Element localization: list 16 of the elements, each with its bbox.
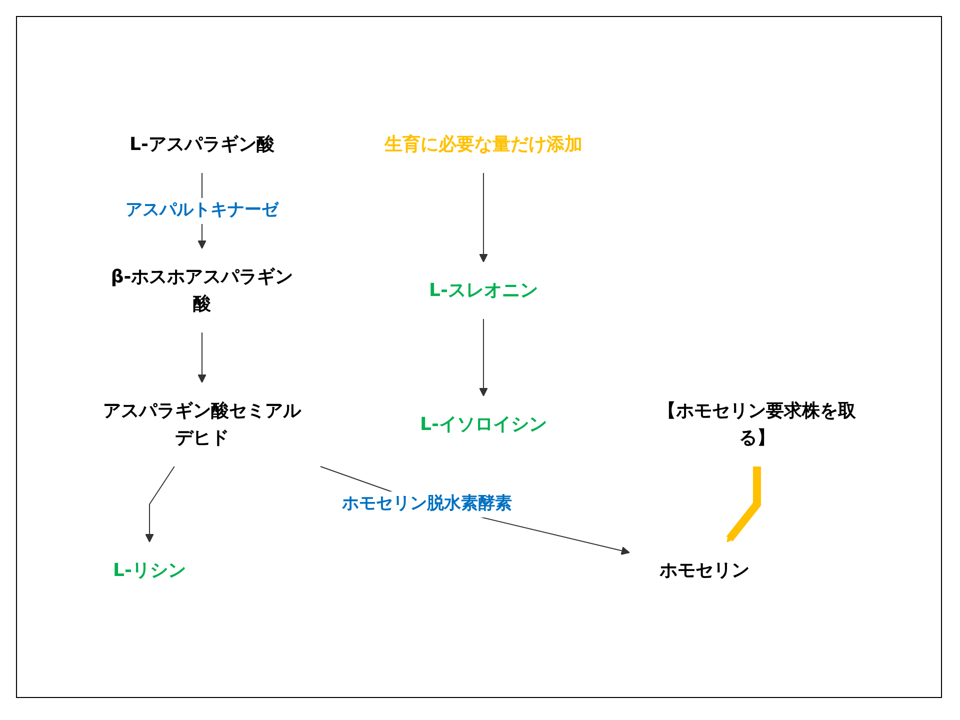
arrow <box>478 318 488 396</box>
node-text: ホモセリン <box>658 560 749 580</box>
node-text: β-ホスホアスパラギン酸 <box>110 266 293 314</box>
node-text: L-スレオニン <box>428 280 538 300</box>
edge-label: ホモセリン脱水素酵素 <box>341 493 512 513</box>
arrow <box>144 466 174 542</box>
node-text: 生育に必要な量だけ添加 <box>384 134 582 154</box>
arrow <box>320 466 630 555</box>
arrow <box>478 172 488 262</box>
arrow <box>197 332 206 382</box>
node-text: 【ホモセリン要求株を取る】 <box>657 400 856 448</box>
node-text: アスパラギン酸セミアルデヒド <box>102 400 301 448</box>
node-text: L-リシン <box>112 560 186 580</box>
arrow <box>726 466 760 542</box>
node-text: L-イソロイシン <box>420 414 546 434</box>
node-text: L-アスパラギン酸 <box>129 134 274 154</box>
